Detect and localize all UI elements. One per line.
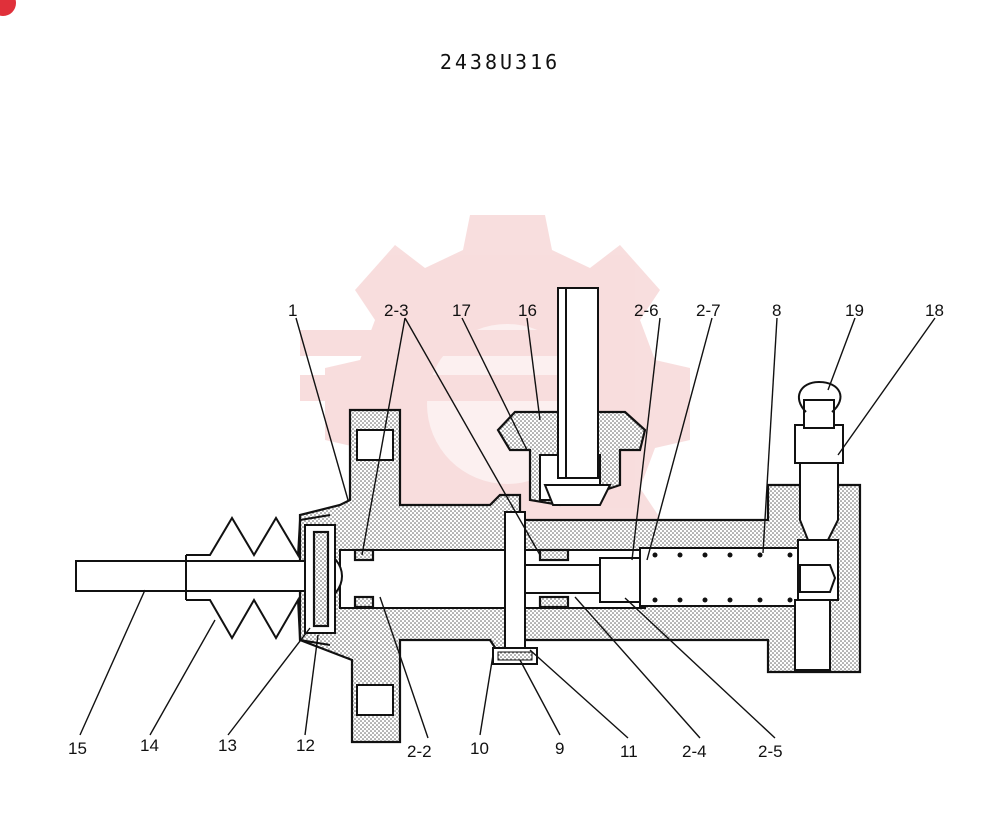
pushrod-and-boot <box>75 514 343 646</box>
callout-12: 12 <box>296 736 315 755</box>
drawing-code: 2438U316 <box>439 50 561 74</box>
callout-2-5: 2-5 <box>758 742 783 761</box>
corner-badge-icon <box>0 0 16 16</box>
callout-19: 19 <box>845 301 864 320</box>
callout-2-7: 2-7 <box>696 301 721 320</box>
leader-lines <box>79 317 936 739</box>
callout-10: 10 <box>470 739 489 758</box>
callout-2-3: 2-3 <box>384 301 409 320</box>
bleeder-screw <box>794 380 844 541</box>
callout-18: 18 <box>925 301 944 320</box>
callout-1: 1 <box>288 301 297 320</box>
callout-8: 8 <box>772 301 781 320</box>
callout-16: 16 <box>518 301 537 320</box>
reservoir-tube <box>543 287 612 506</box>
callout-9: 9 <box>555 739 564 758</box>
callout-13: 13 <box>218 736 237 755</box>
callout-15: 15 <box>68 739 87 758</box>
callout-2-6: 2-6 <box>634 301 659 320</box>
callout-17: 17 <box>452 301 471 320</box>
return-spring <box>652 552 837 603</box>
callout-labels: 1 2-3 17 16 2-6 2-7 8 19 18 15 14 13 12 … <box>68 301 944 761</box>
callout-14: 14 <box>140 736 159 755</box>
callout-2-2: 2-2 <box>407 742 432 761</box>
callout-11: 11 <box>620 742 638 761</box>
piston-assembly <box>353 511 641 665</box>
callout-2-4: 2-4 <box>682 742 707 761</box>
